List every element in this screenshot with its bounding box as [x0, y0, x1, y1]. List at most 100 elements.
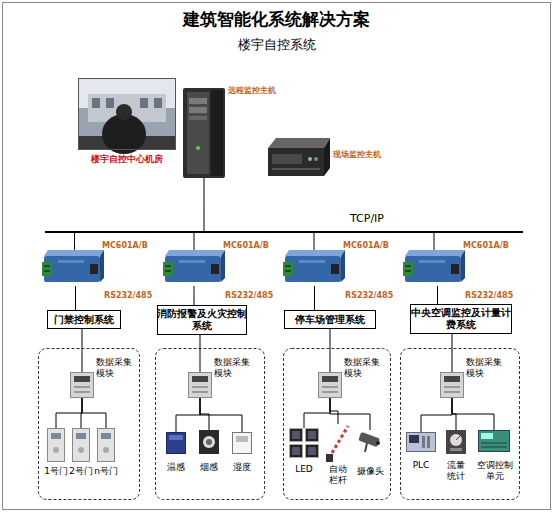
connector-line — [81, 398, 82, 428]
connector-line — [421, 398, 452, 432]
tower-computer — [183, 88, 225, 178]
group-box: 数据采集模块 LED 自动栏杆摄像头 — [283, 348, 391, 500]
connector-line — [304, 398, 330, 428]
acquisition-module — [70, 372, 94, 398]
network-bus — [45, 231, 523, 233]
device-node: PLC — [406, 432, 436, 452]
monitor-host — [268, 138, 330, 180]
connector-line — [452, 398, 456, 430]
connector-line — [437, 286, 438, 304]
device-node: 湿度 — [232, 432, 252, 454]
humidity-sensor — [232, 432, 252, 454]
connector-line — [204, 178, 205, 231]
dashed-group — [155, 348, 265, 500]
module-label: 数据采集模块 — [96, 357, 136, 379]
serial-converter — [283, 250, 345, 286]
barrier-gate — [326, 424, 350, 462]
connector-line — [75, 286, 76, 310]
led-screen — [289, 428, 319, 458]
control-room-photo — [78, 78, 176, 150]
connector-line — [452, 398, 494, 430]
connector-line — [56, 398, 82, 428]
converter-node: MC601A/BRS232/485 — [42, 250, 104, 286]
converter-node: MC601A/BRS232/485 — [403, 250, 465, 286]
system-box: 中央空调监控及计量计费系统 — [410, 304, 512, 334]
connector-line — [330, 329, 331, 372]
device-label: 流量统计 — [445, 460, 467, 482]
door-controller — [72, 428, 90, 462]
device-label: LED — [286, 464, 322, 475]
room-label: 楼宇自控中心机房 — [58, 154, 196, 165]
module-label: 数据采集模块 — [466, 357, 506, 379]
device-node: 流量统计 — [446, 430, 466, 454]
host-label: 远程监控主机 — [228, 86, 298, 96]
connector-line — [200, 398, 242, 432]
camera — [357, 430, 383, 452]
ac-control-unit — [478, 430, 510, 452]
device-label: 2号门 — [65, 466, 97, 477]
connector-line — [176, 398, 200, 432]
device-node: 空调控制单元 — [478, 430, 510, 452]
group-box: 数据采集模块 1号门2号门n号门 — [38, 348, 140, 500]
converter-node: MC601A/BRS232/485 — [283, 250, 345, 286]
acquisition-module — [188, 372, 212, 398]
connector-line — [330, 398, 370, 430]
device-label: 空调控制单元 — [476, 460, 514, 482]
photo-node: 楼宇自控中心机房 — [78, 78, 176, 150]
device-node: 摄像头 — [357, 430, 383, 452]
connector-line — [82, 329, 83, 372]
bus-band: TCP/IP — [45, 231, 523, 233]
acquisition-module — [440, 372, 464, 398]
module-node: 数据采集模块 — [188, 372, 212, 398]
device-node: 烟感 — [199, 430, 219, 454]
port-label: RS232/485 — [225, 291, 285, 301]
device-label: 烟感 — [191, 462, 227, 473]
device-node: 自动栏杆 — [326, 424, 350, 462]
subtitle: 楼宇自控系统 — [150, 37, 403, 53]
connector-line — [200, 398, 209, 430]
connector-line — [330, 398, 338, 424]
device-label: 温感 — [158, 462, 194, 473]
device-label: 摄像头 — [352, 466, 388, 477]
connector-line — [74, 233, 75, 250]
device-node: n号门 — [97, 428, 115, 462]
connector-line — [194, 233, 195, 250]
computer-node: 远程监控主机 — [183, 88, 225, 178]
port-label: RS232/485 — [345, 291, 405, 301]
model-label: MC601A/B — [223, 241, 283, 251]
connector-line — [434, 233, 435, 250]
connector-line — [200, 335, 201, 372]
device-label: PLC — [403, 460, 439, 471]
system-name: 门禁控制系统 — [47, 310, 121, 329]
group-box: 数据采集模块 PLC 流量统计空调控制单元 — [400, 348, 520, 500]
flow-meter — [446, 430, 466, 454]
model-label: MC601A/B — [463, 241, 523, 251]
connector-line — [314, 233, 315, 250]
module-label: 数据采集模块 — [344, 357, 384, 379]
device-node: LED — [289, 428, 319, 458]
device-label: 湿度 — [224, 462, 260, 473]
device-label: 自动栏杆 — [327, 464, 349, 486]
module-node: 数据采集模块 — [318, 372, 342, 398]
connector-line — [82, 398, 106, 428]
host-label: 现场监控主机 — [333, 150, 403, 160]
smoke-sensor — [199, 430, 219, 454]
serial-converter — [403, 250, 465, 286]
device-label: n号门 — [90, 466, 122, 477]
device-label: 1号门 — [40, 466, 72, 477]
door-controller — [97, 428, 115, 462]
device-node: 1号门 — [47, 428, 65, 462]
acquisition-module — [318, 372, 342, 398]
system-name: 消防报警及火灾控制系统 — [157, 305, 247, 335]
group-box: 数据采集模块温感烟感湿度 — [155, 348, 265, 500]
door-controller — [47, 428, 65, 462]
model-label: MC601A/B — [102, 241, 162, 251]
connector-line — [194, 286, 195, 305]
converter-node: MC601A/BRS232/485 — [163, 250, 225, 286]
system-box: 消防报警及火灾控制系统 — [157, 305, 247, 335]
module-label: 数据采集模块 — [214, 357, 254, 379]
system-name: 停车场管理系统 — [284, 310, 376, 329]
serial-converter — [42, 250, 104, 286]
